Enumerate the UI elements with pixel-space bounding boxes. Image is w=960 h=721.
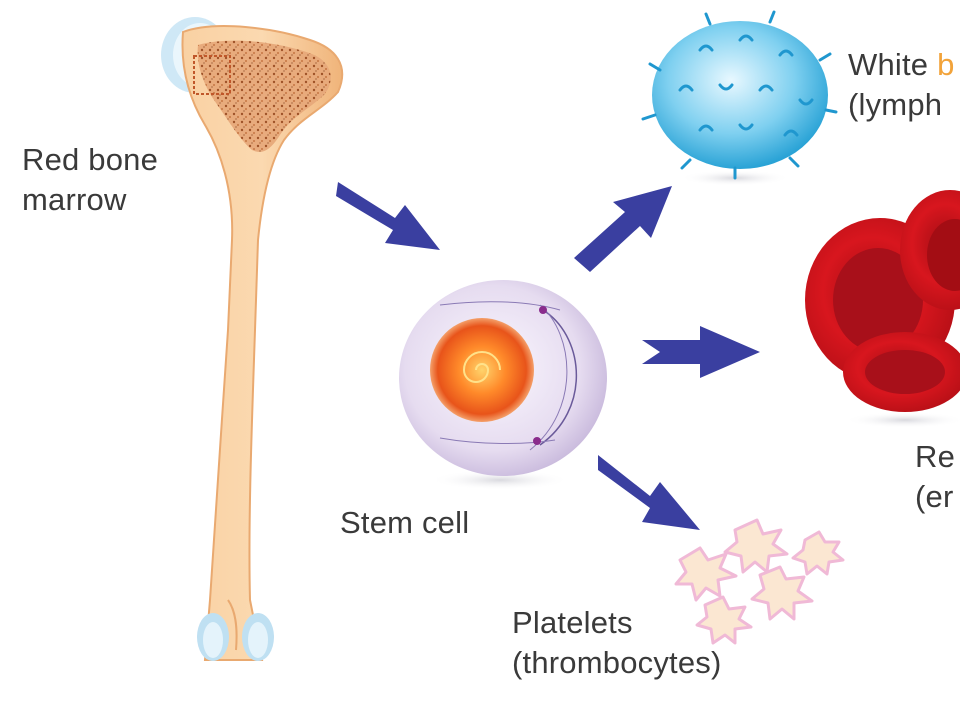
red-blood-cell-label-line2: (er (915, 479, 954, 514)
bone-marrow-label-line1: Red bone (22, 142, 159, 177)
bone-icon (161, 17, 344, 661)
white-blood-cell-label-line2: (lymph (848, 87, 943, 122)
stem-cell-icon (399, 280, 607, 490)
white-blood-cell-label: White b (lymph (848, 45, 955, 125)
bone-marrow-label-line2: marrow (22, 182, 127, 217)
platelets-label-line2: (thrombocytes) (512, 645, 722, 680)
bone-marrow-label: Red bone marrow (22, 140, 158, 220)
red-blood-cell-label-line1: Re (915, 439, 956, 474)
platelets-icon (674, 518, 845, 645)
stem-cell-label: Stem cell (340, 505, 470, 540)
white-blood-cell-icon (641, 10, 838, 186)
red-blood-cell-icon (805, 190, 960, 428)
platelets-label: Platelets (thrombocytes) (512, 603, 722, 683)
red-blood-cell-label: Re (er (915, 437, 955, 517)
platelets-label-line1: Platelets (512, 605, 633, 640)
white-blood-cell-label-line1a: White (848, 47, 938, 82)
arrow-icon (336, 182, 760, 530)
white-blood-cell-label-line1b: b (937, 47, 955, 82)
